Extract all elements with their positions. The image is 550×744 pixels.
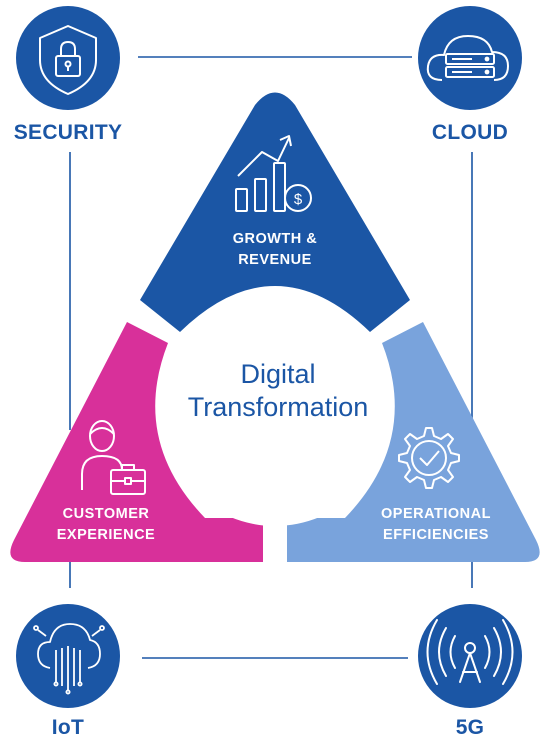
- label-growth-revenue: GROWTH & REVENUE: [185, 229, 365, 271]
- label-growth-line2: REVENUE: [238, 252, 312, 268]
- center-circle: [159, 294, 391, 526]
- connector-lines: [69, 56, 473, 659]
- center-title: Digital Transformation: [158, 358, 398, 424]
- label-operational-line1: OPERATIONAL: [381, 506, 491, 522]
- label-cloud: CLOUD: [431, 121, 509, 144]
- gear-check-icon: [398, 427, 460, 489]
- cloud-server-icon: [426, 35, 509, 81]
- svg-text:$: $: [294, 191, 303, 208]
- segment-right-operational: [287, 322, 540, 562]
- corner-circle-security: [16, 6, 120, 110]
- label-operational-efficiencies: OPERATIONAL EFFICIENCIES: [346, 504, 526, 546]
- label-5g: 5G: [455, 716, 485, 739]
- label-customer-line2: EXPERIENCE: [56, 527, 156, 543]
- label-operational-line2: EFFICIENCIES: [383, 527, 489, 543]
- label-security: SECURITY: [13, 121, 123, 144]
- growth-chart-icon: $: [235, 135, 312, 212]
- label-customer-line1: CUSTOMER: [62, 506, 150, 522]
- segment-top-growth: [140, 92, 410, 332]
- shield-lock-icon: [39, 25, 97, 95]
- label-iot: IoT: [51, 716, 85, 739]
- segment-left-customer: [10, 322, 264, 562]
- center-title-line2: Transformation: [187, 392, 369, 422]
- label-customer-experience: CUSTOMER EXPERIENCE: [16, 504, 196, 546]
- iot-cloud-icon: [33, 623, 105, 695]
- label-growth-line1: GROWTH &: [232, 231, 318, 247]
- customer-briefcase-icon: [81, 420, 146, 495]
- antenna-signal-icon: [426, 619, 514, 685]
- center-title-line1: Digital: [240, 359, 316, 389]
